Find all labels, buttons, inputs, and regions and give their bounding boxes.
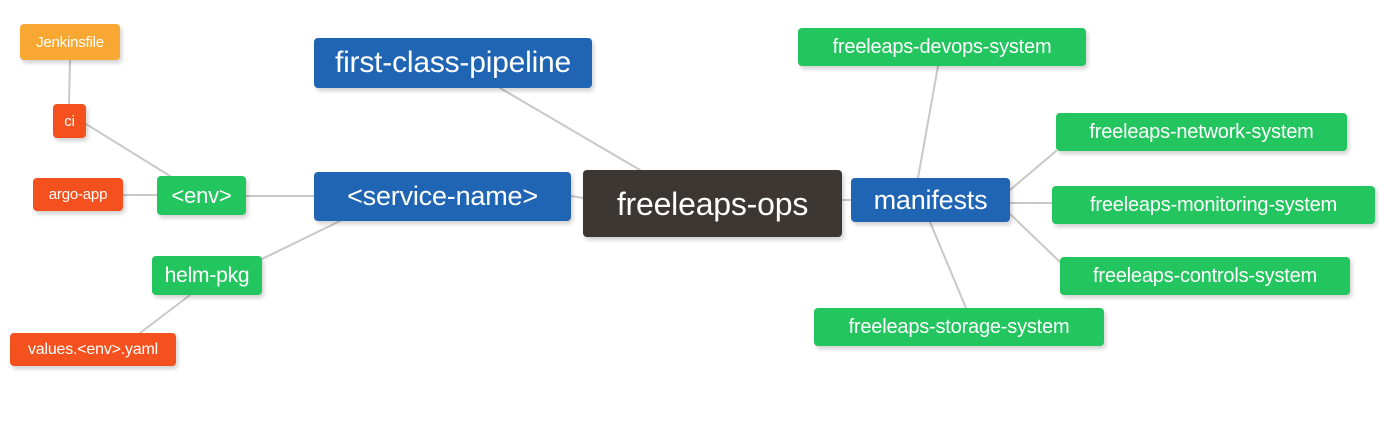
- edge-manifests-storage: [929, 221, 967, 309]
- node-label-argo-app: argo-app: [48, 186, 108, 203]
- edge-valuesyaml-helmpkg: [139, 294, 191, 334]
- edge-pipeline-ops: [499, 87, 641, 171]
- node-freeleaps-storage-system[interactable]: freeleaps-storage-system: [814, 308, 1104, 346]
- node-ci[interactable]: ci: [53, 104, 86, 138]
- node-label-freeleaps-controls-system: freeleaps-controls-system: [1093, 265, 1317, 287]
- node-label-jenkinsfile: Jenkinsfile: [36, 33, 104, 51]
- node-freeleaps-ops[interactable]: freeleaps-ops: [583, 170, 842, 237]
- node-label-manifests: manifests: [873, 184, 988, 215]
- node-argo-app[interactable]: argo-app: [33, 178, 123, 211]
- node-first-class-pipeline[interactable]: first-class-pipeline: [314, 38, 592, 88]
- node-label-ci: ci: [64, 112, 75, 130]
- node-helm-pkg[interactable]: helm-pkg: [152, 256, 262, 295]
- node-label-freeleaps-monitoring-system: freeleaps-monitoring-system: [1090, 194, 1337, 216]
- node-freeleaps-devops-system[interactable]: freeleaps-devops-system: [798, 28, 1086, 66]
- node-label-env: <env>: [171, 182, 232, 208]
- node-label-values-yaml: values.<env>.yaml: [27, 340, 158, 358]
- node-manifests[interactable]: manifests: [851, 178, 1010, 222]
- node-freeleaps-controls-system[interactable]: freeleaps-controls-system: [1060, 257, 1350, 295]
- node-jenkinsfile[interactable]: Jenkinsfile: [20, 24, 120, 60]
- node-label-first-class-pipeline: first-class-pipeline: [334, 46, 572, 79]
- node-freeleaps-network-system[interactable]: freeleaps-network-system: [1056, 113, 1347, 151]
- edge-manifests-devops: [917, 65, 939, 179]
- node-values-yaml[interactable]: values.<env>.yaml: [10, 333, 176, 366]
- edge-jenkinsfile-ci: [68, 59, 71, 105]
- edge-helmpkg-servicename: [261, 220, 341, 260]
- node-freeleaps-monitoring-system[interactable]: freeleaps-monitoring-system: [1052, 186, 1375, 224]
- edge-ci-env: [85, 123, 171, 177]
- node-label-service-name: <service-name>: [347, 181, 538, 211]
- node-env[interactable]: <env>: [157, 176, 246, 215]
- node-label-freeleaps-network-system: freeleaps-network-system: [1089, 121, 1314, 143]
- node-label-freeleaps-storage-system: freeleaps-storage-system: [848, 316, 1070, 338]
- node-label-helm-pkg: helm-pkg: [164, 264, 250, 287]
- node-label-freeleaps-devops-system: freeleaps-devops-system: [832, 36, 1052, 58]
- node-label-freeleaps-ops: freeleaps-ops: [616, 185, 809, 222]
- edge-servicename-ops: [570, 195, 584, 199]
- node-service-name[interactable]: <service-name>: [314, 172, 571, 221]
- edge-manifests-network: [1009, 150, 1057, 191]
